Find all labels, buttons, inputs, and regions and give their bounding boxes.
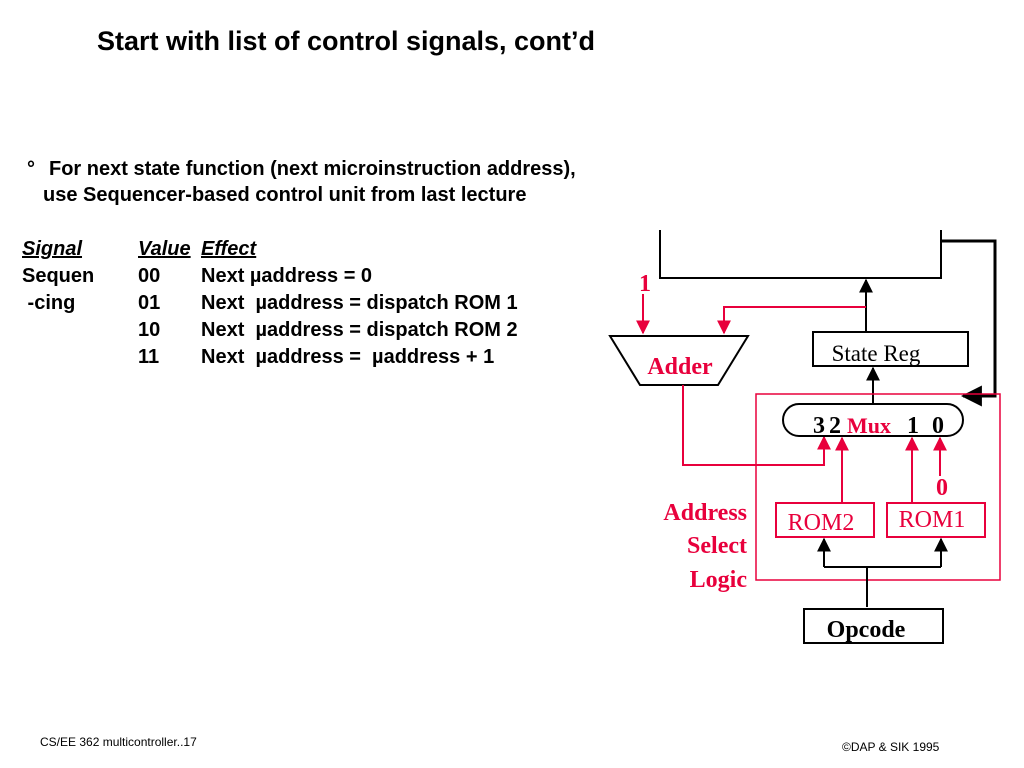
mux-label: Mux [847, 413, 891, 438]
state-reg-block [812, 331, 969, 367]
rom2-label: ROM2 [788, 510, 855, 536]
constant-zero-label: 0 [936, 475, 948, 501]
address-select-logic-region [755, 393, 1001, 581]
state-reg-to-adder-wire [717, 306, 866, 335]
opcode-block [803, 608, 944, 644]
cell-value: 00 [138, 265, 161, 287]
mux-input-3-label: 3 [813, 413, 825, 439]
cell-effect: Next µaddress = 0 [201, 265, 373, 287]
adder-output-wire [682, 385, 831, 466]
mux-input-2-label: 2 [829, 413, 841, 439]
table-row: 10 Next µaddress = dispatch ROM 2 [22, 317, 518, 344]
adder-label: Adder [647, 354, 713, 380]
mux-input-1-label: 1 [907, 413, 919, 439]
control-store-box [659, 230, 942, 279]
cell-signal: Sequen [22, 265, 95, 287]
cell-effect: Next µaddress = dispatch ROM 2 [201, 319, 518, 341]
footer-course: CS/EE 362 multicontroller..17 [40, 735, 197, 749]
constant-one-label: 1 [639, 271, 651, 297]
header-effect: Effect [201, 238, 257, 260]
cell-signal: -cing [22, 292, 76, 314]
header-value: Value [138, 238, 191, 260]
cell-effect: Next µaddress = dispatch ROM 1 [201, 292, 518, 314]
feedback-wire [941, 239, 997, 407]
cell-effect: Next µaddress = µaddress + 1 [201, 346, 495, 368]
cell-value: 11 [138, 346, 160, 368]
cell-value: 10 [138, 319, 161, 341]
rom1-label: ROM1 [899, 507, 966, 533]
header-signal: Signal [22, 238, 83, 260]
table-row: Sequen 00 Next µaddress = 0 [22, 263, 518, 290]
opcode-label: Opcode [827, 617, 906, 643]
slide-title: Start with list of control signals, cont… [97, 26, 596, 56]
mux-input-0-label: 0 [932, 413, 944, 439]
cell-value: 01 [138, 292, 161, 314]
signal-table: Signal Value Effect Sequen 00 Next µaddr… [22, 236, 518, 371]
mux-block [782, 403, 964, 437]
address-label: Address [663, 500, 747, 526]
logic-label: Logic [690, 567, 748, 593]
footer-copyright: ©DAP & SIK 1995 [842, 740, 940, 754]
bullet-line-1: For next state function (next microinstr… [49, 158, 576, 180]
opcode-bus [824, 566, 941, 607]
bullet-marker: ° [27, 158, 35, 180]
bullet-point: ° For next state function (next microinst… [27, 156, 576, 208]
bullet-line-2: use Sequencer-based control unit from la… [43, 184, 527, 206]
rom1-block [886, 502, 986, 538]
select-label: Select [687, 533, 747, 559]
adder-block [608, 335, 750, 386]
rom2-block [775, 502, 875, 538]
table-row: -cing 01 Next µaddress = dispatch ROM 1 [22, 290, 518, 317]
state-reg-label: State Reg [832, 341, 921, 366]
table-header-row: Signal Value Effect [22, 236, 518, 263]
table-row: 11 Next µaddress = µaddress + 1 [22, 344, 518, 371]
